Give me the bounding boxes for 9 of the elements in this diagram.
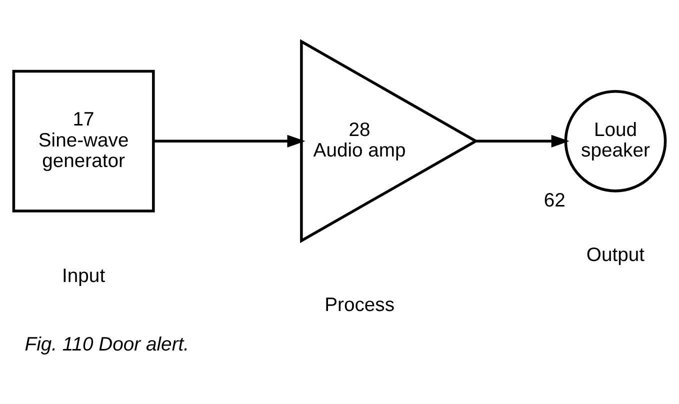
node-label: 62 bbox=[544, 189, 566, 212]
node-circle: Loud speaker bbox=[564, 90, 667, 192]
arrow bbox=[154, 134, 306, 148]
caption: Fig. 110 Door alert. bbox=[24, 333, 190, 356]
arrow bbox=[476, 134, 570, 148]
label: Output bbox=[586, 244, 645, 266]
label: Process bbox=[324, 294, 395, 316]
node-box: 17 Sine-wave generator bbox=[12, 70, 155, 212]
label: Input bbox=[62, 264, 106, 287]
